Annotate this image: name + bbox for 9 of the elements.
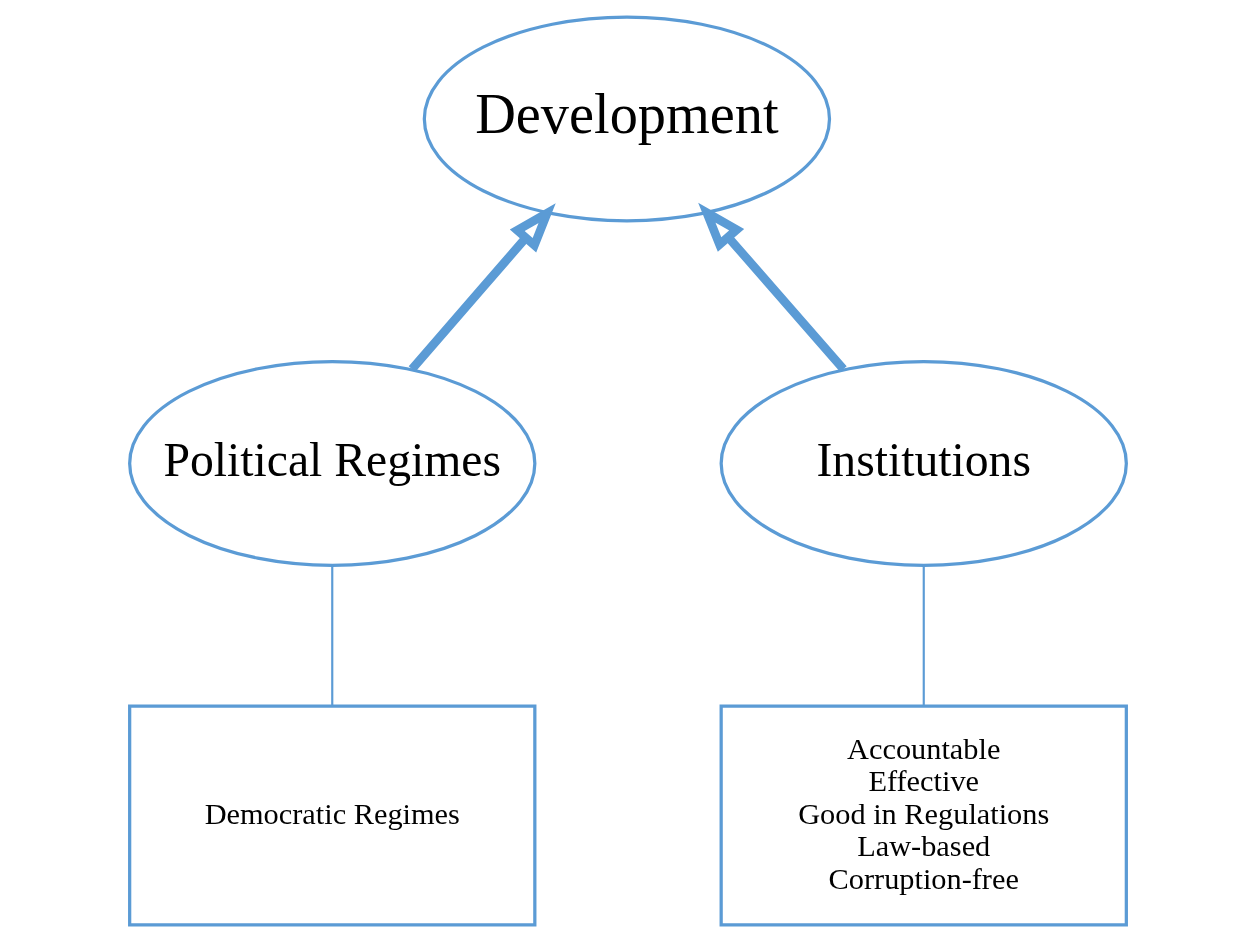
connector bbox=[922, 565, 925, 706]
node-ellipse: Political Regimes bbox=[128, 359, 537, 567]
arrow bbox=[408, 203, 556, 373]
node-box: Accountable Effective Good in Regulations Law-based Corruption-free bbox=[719, 704, 1128, 927]
node-box: Democratic Regimes bbox=[128, 704, 537, 927]
node-ellipse: Development bbox=[422, 15, 832, 223]
node-ellipse: Institutions bbox=[719, 359, 1128, 567]
arrow bbox=[698, 202, 847, 373]
connector bbox=[331, 565, 334, 706]
